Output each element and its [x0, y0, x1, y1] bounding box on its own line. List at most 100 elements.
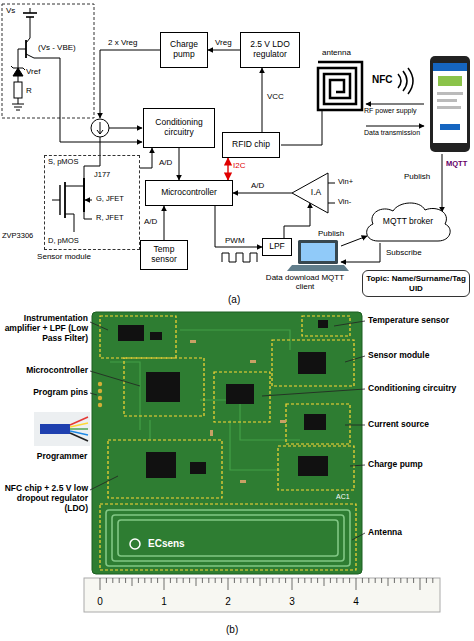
pcb-board [240, 480, 246, 483]
pcb-board [106, 510, 350, 566]
bias-circuit [14, 82, 22, 98]
process-box: Temp sensor [140, 240, 188, 270]
ruler-tick [400, 578, 401, 583]
leader-line [262, 389, 365, 396]
pcb-board [226, 384, 254, 404]
pin-label: G, JFET [96, 195, 124, 204]
device-label: Data download MQTT client [262, 273, 348, 291]
transistor-symbol [83, 178, 85, 212]
ruler-tick [170, 578, 171, 583]
signal-label: Vin- [338, 198, 351, 207]
leader-line [90, 393, 97, 395]
wire [281, 110, 322, 145]
ruler-tick [349, 578, 350, 583]
ruler-tick [106, 578, 107, 583]
pcb-board [118, 325, 144, 341]
silkscreen-text: AC1 [336, 493, 350, 501]
bias-circuit [18, 98, 19, 104]
laptop [287, 240, 349, 271]
pcb-board [100, 504, 356, 570]
ruler-number: 0 [94, 596, 106, 608]
voltage-label: Vs [6, 6, 15, 15]
connector [227, 158, 228, 180]
process-box: RFID chip [222, 132, 280, 158]
current-source-symbol [91, 119, 109, 137]
bias-circuit [11, 66, 25, 70]
signal-label: 2 x Vreg [108, 38, 138, 47]
ruler-tick [407, 578, 408, 583]
pcb-board [304, 414, 326, 430]
transistor-symbol [65, 214, 74, 232]
pcb-board [100, 316, 176, 358]
wire [366, 126, 424, 127]
node-text: MQTT broker [383, 217, 433, 227]
ruler-tick [266, 578, 267, 583]
node-text: I.A [311, 188, 321, 198]
ruler-tick [330, 578, 331, 583]
pcb-board [98, 389, 102, 393]
pcb-board [210, 430, 213, 436]
edge-label: PWM [224, 236, 246, 245]
transistor-symbol [84, 212, 92, 219]
antenna-coil [318, 62, 362, 110]
pcb-board [214, 372, 270, 422]
ruler [84, 578, 440, 612]
edge-label: Vreg [214, 38, 233, 47]
ruler-tick [413, 578, 414, 583]
pin-label: R, JFET [96, 214, 124, 223]
ruler-tick [132, 578, 133, 586]
pcb-board [286, 404, 350, 444]
leader-line [334, 321, 365, 326]
pcb-board [190, 340, 196, 343]
programmer-photo [70, 433, 88, 441]
ruler-number: 4 [350, 596, 362, 608]
ruler-tick [100, 578, 101, 590]
dashed-outline [44, 155, 140, 250]
callout-label: NFC chip + 2.5 V low dropout regulator (… [2, 484, 88, 513]
ruler-tick [119, 578, 120, 583]
pcb-board [278, 446, 354, 490]
nfc-waves [398, 68, 413, 94]
part-label: J177 [94, 171, 110, 180]
process-box: 2.5 V LDO regulator [240, 32, 300, 68]
ruler-tick [317, 578, 318, 583]
smartphone [433, 63, 467, 143]
nfc-waves [408, 68, 413, 94]
pcb-board [150, 332, 162, 340]
pcb-board [272, 340, 354, 386]
connector [233, 193, 292, 194]
ruler-tick [279, 578, 280, 583]
transistor-symbol [85, 200, 92, 201]
pcb-board [98, 396, 102, 400]
connector [208, 50, 240, 51]
callout-label: Instrumentation amplifier + LPF (Low Pas… [2, 314, 88, 343]
node-text: 2.5 V LDO regulator [243, 40, 297, 60]
part-label: ZVP3306 [2, 232, 33, 241]
ruler-tick [215, 578, 216, 583]
pcb-board [298, 456, 328, 476]
ruler-number: 3 [286, 596, 298, 608]
flow-label: Publish [318, 229, 344, 238]
ruler-tick [388, 578, 389, 586]
component-label: R [26, 86, 32, 95]
leader-line [90, 371, 140, 386]
ruler-tick [381, 578, 382, 583]
leader-line [90, 476, 118, 490]
pcb-board [200, 400, 300, 440]
pcb-board [280, 420, 286, 423]
panel-label: (a) [228, 294, 240, 306]
transistor-symbol [52, 178, 92, 232]
logo-text: ECsens [148, 538, 185, 550]
pcb-board [302, 316, 350, 336]
leader-line [350, 465, 365, 466]
ruler-tick [420, 578, 421, 590]
flow-label: Subscribe [386, 248, 422, 257]
wire [341, 243, 380, 262]
smartphone [438, 76, 462, 86]
module-group: Sensor module [44, 155, 140, 250]
pcb-board [190, 462, 206, 474]
ruler-tick [138, 578, 139, 583]
pcb-board [298, 352, 326, 374]
current-source-symbol [91, 119, 109, 137]
process-box: Charge pump [160, 32, 208, 68]
